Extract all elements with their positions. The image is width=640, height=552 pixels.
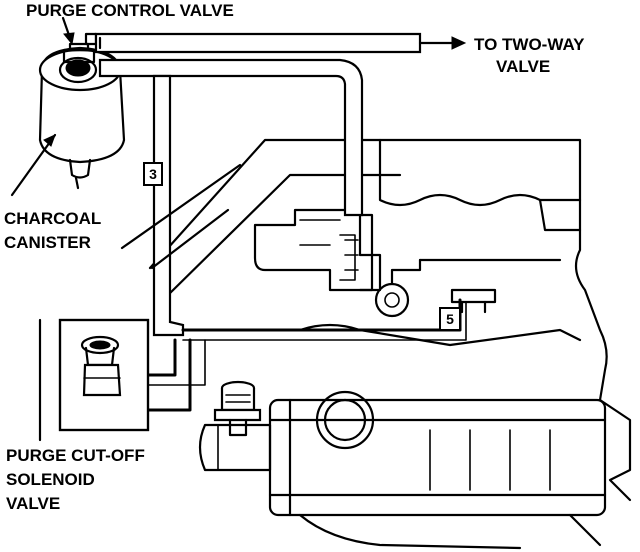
svg-text:VALVE: VALVE bbox=[496, 57, 550, 76]
svg-text:VALVE: VALVE bbox=[6, 494, 60, 513]
leader-lines bbox=[10, 16, 467, 442]
vacuum-hoses bbox=[94, 32, 467, 412]
label-purge-control-valve: PURGE CONTROL VALVE bbox=[26, 1, 234, 20]
callout-hose-5: 5 bbox=[439, 307, 461, 331]
control-solenoid bbox=[213, 380, 262, 437]
svg-text:5: 5 bbox=[446, 311, 454, 327]
callout-hose-3: 3 bbox=[143, 162, 163, 186]
purge-cutoff-solenoid-valve bbox=[58, 318, 150, 432]
label-purge-cutoff-solenoid-valve: PURGE CUT-OFF SOLENOID VALVE bbox=[6, 446, 145, 513]
svg-text:PURGE CUT-OFF: PURGE CUT-OFF bbox=[6, 446, 145, 465]
purge-control-valve bbox=[58, 32, 98, 84]
label-charcoal-canister: CHARCOAL CANISTER bbox=[4, 209, 101, 252]
svg-text:TO TWO-WAY: TO TWO-WAY bbox=[474, 35, 585, 54]
engine-block bbox=[148, 138, 632, 550]
svg-text:CANISTER: CANISTER bbox=[4, 233, 91, 252]
label-to-two-way-valve: TO TWO-WAY VALVE bbox=[474, 35, 585, 76]
svg-text:PURGE CONTROL VALVE: PURGE CONTROL VALVE bbox=[26, 1, 234, 20]
svg-text:3: 3 bbox=[149, 166, 157, 182]
svg-text:SOLENOID: SOLENOID bbox=[6, 470, 95, 489]
svg-text:CHARCOAL: CHARCOAL bbox=[4, 209, 101, 228]
